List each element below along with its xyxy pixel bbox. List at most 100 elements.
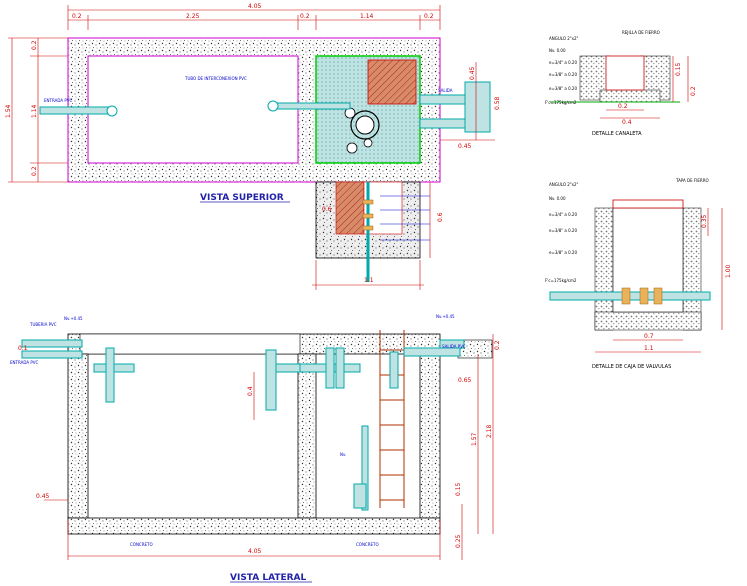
side-view-title: VISTA LATERAL bbox=[230, 573, 307, 583]
svg-text:CONCRETO: CONCRETO bbox=[130, 542, 153, 547]
pipe-label-inlet: ENTRADA PVC bbox=[44, 98, 72, 103]
side-dim-base: 0.15 bbox=[455, 482, 462, 496]
left-dim-top: 0.2 bbox=[31, 40, 38, 50]
transfer-elbow-icon bbox=[267, 100, 279, 112]
svg-text:Nv. 0.00: Nv. 0.00 bbox=[549, 196, 566, 201]
valve-box-left-cell bbox=[335, 181, 365, 235]
pipe-label-outlet: SALIDA bbox=[438, 88, 453, 93]
right-dimensions bbox=[440, 62, 495, 141]
valve-box-title: DETALLE DE CAJA DE VALVULAS bbox=[592, 364, 671, 370]
side-dim-overall: 2.18 bbox=[486, 424, 493, 438]
overall-width-label: 4.05 bbox=[248, 3, 262, 10]
top-view-title: VISTA SUPERIOR bbox=[200, 193, 284, 203]
svg-text:e=3/8" a 0.20: e=3/8" a 0.20 bbox=[549, 228, 577, 233]
valve-box-dim-bottom: 1.1 bbox=[364, 277, 374, 284]
side-dim-pipe-gap: 0.1 bbox=[18, 345, 28, 352]
valve-box-dim-1: 0.35 bbox=[701, 214, 708, 228]
svg-text:Nv.+0.45: Nv.+0.45 bbox=[64, 316, 83, 321]
manhole-cover bbox=[355, 115, 375, 135]
svg-text:ENTRADA PVC: ENTRADA PVC bbox=[10, 360, 38, 365]
channel-body bbox=[579, 55, 671, 103]
side-dim-outlet: 0.65 bbox=[458, 377, 472, 384]
side-overall-width: 4.05 bbox=[248, 548, 262, 555]
svg-text:F'c=175kg/cm2: F'c=175kg/cm2 bbox=[545, 100, 577, 105]
dim-wall-mid: 0.2 bbox=[300, 13, 310, 20]
ladder bbox=[379, 330, 405, 508]
manhole-ring bbox=[350, 110, 380, 140]
valve-icon bbox=[363, 138, 373, 148]
side-dim-footing: 0.25 bbox=[455, 534, 462, 548]
valve-box-right-cell bbox=[363, 181, 403, 235]
access-cover bbox=[367, 59, 417, 105]
dim-wall-left: 0.2 bbox=[72, 13, 82, 20]
lower-dimensions bbox=[312, 182, 431, 290]
right-dim-1: 0.45 bbox=[469, 66, 476, 80]
valve-box-fittings bbox=[621, 287, 663, 305]
left-dim-mid: 1.14 bbox=[31, 104, 38, 118]
dim-chamber-1: 2.25 bbox=[186, 13, 200, 20]
valve-box-dim-4: 1.00 bbox=[725, 264, 732, 278]
channel-dim-2: 0.2 bbox=[690, 86, 697, 96]
channel-dims bbox=[600, 56, 689, 119]
svg-text:ANGULO 2"x2": ANGULO 2"x2" bbox=[549, 36, 579, 41]
valve-fittings bbox=[362, 199, 374, 231]
side-view: 4.05 1.57 2.18 0.2 0.65 0.15 0.25 0.1 0.… bbox=[10, 314, 501, 583]
side-dim-height: 1.57 bbox=[471, 432, 478, 446]
pipes-top bbox=[39, 81, 491, 133]
valve-box-dim-3: 1.1 bbox=[644, 345, 654, 352]
side-dim-wall: 0.45 bbox=[36, 493, 50, 500]
svg-text:Nv.+0.45: Nv.+0.45 bbox=[436, 314, 455, 319]
valve-box-notes: ANGULO 2"x2" Nv. 0.00 e=3/4" a 0.20 e=3/… bbox=[545, 178, 709, 283]
right-dim-2: 0.58 bbox=[494, 96, 501, 110]
side-wall-mid bbox=[297, 353, 317, 519]
pipe-fitting-icon bbox=[346, 142, 358, 154]
svg-text:F'c=175kg/cm2: F'c=175kg/cm2 bbox=[545, 278, 577, 283]
svg-text:Nv.: Nv. bbox=[340, 452, 346, 457]
chamber-1-top bbox=[87, 55, 299, 164]
channel-dim-1: 0.15 bbox=[675, 62, 682, 76]
valve-box-dims bbox=[595, 208, 723, 353]
svg-text:e=3/8" a 0.20: e=3/8" a 0.20 bbox=[549, 86, 577, 91]
channel-dim-4: 0.4 bbox=[622, 119, 632, 126]
dim-wall-right: 0.2 bbox=[424, 13, 434, 20]
svg-text:ANGULO 2"x2": ANGULO 2"x2" bbox=[549, 182, 579, 187]
side-dim-top: 0.2 bbox=[494, 340, 501, 350]
dim-chamber-2: 1.14 bbox=[360, 13, 374, 20]
right-dim-3: 0.45 bbox=[458, 143, 472, 150]
svg-text:e=3/8" a 0.20: e=3/8" a 0.20 bbox=[549, 72, 577, 77]
channel-trough bbox=[605, 55, 645, 91]
left-dim-bot: 0.2 bbox=[31, 166, 38, 176]
svg-text:TAPA DE FIERRO: TAPA DE FIERRO bbox=[675, 178, 709, 183]
top-view: 4.05 0.2 2.25 0.2 1.14 0.2 1.54 0.2 1.14… bbox=[5, 3, 501, 290]
svg-text:e=3/4" a 0.20: e=3/4" a 0.20 bbox=[549, 60, 577, 65]
svg-text:Nv. 0.00: Nv. 0.00 bbox=[549, 48, 566, 53]
valve-box-detail: 0.35 0.7 1.1 1.00 ANGULO 2"x2" Nv. 0.00 … bbox=[545, 178, 732, 370]
channel-dim-3: 0.2 bbox=[618, 103, 628, 110]
side-pipes bbox=[21, 339, 465, 511]
valve-box-dim-left: 0.6 bbox=[322, 206, 332, 213]
valve-box-dim-right: 0.6 bbox=[437, 212, 444, 222]
svg-text:TUBERIA PVC: TUBERIA PVC bbox=[29, 322, 57, 327]
svg-text:REJILLA DE FIERRO: REJILLA DE FIERRO bbox=[622, 30, 660, 35]
valve-box-dim-2: 0.7 bbox=[644, 333, 654, 340]
channel-notes: ANGULO 2"x2" Nv. 0.00 e=3/4" a 0.20 e=3/… bbox=[545, 30, 660, 105]
valve-box-lid bbox=[612, 199, 684, 209]
side-base bbox=[67, 517, 441, 535]
channel-detail: 0.15 0.2 0.2 0.4 ANGULO 2"x2" Nv. 0.00 e… bbox=[545, 30, 697, 137]
inlet-elbow-icon bbox=[106, 105, 118, 117]
side-notes: TUBERIA PVC Nv.+0.45 ENTRADA PVC Nv.+0.4… bbox=[10, 314, 466, 547]
left-dimensions bbox=[8, 37, 68, 183]
svg-text:SALIDA PVC: SALIDA PVC bbox=[442, 344, 466, 349]
svg-text:e=3/8" a 0.20: e=3/8" a 0.20 bbox=[549, 250, 577, 255]
side-dims bbox=[44, 334, 494, 560]
svg-text:e=3/4" a 0.20: e=3/4" a 0.20 bbox=[549, 212, 577, 217]
top-dimensions bbox=[67, 5, 441, 30]
valve-leaders bbox=[380, 195, 430, 241]
channel-title: DETALLE CANALETA bbox=[592, 131, 642, 137]
side-wall-right bbox=[419, 353, 441, 519]
left-overall: 1.54 bbox=[5, 104, 12, 118]
svg-text:CONCRETO: CONCRETO bbox=[356, 542, 379, 547]
side-wall-left bbox=[67, 353, 89, 519]
